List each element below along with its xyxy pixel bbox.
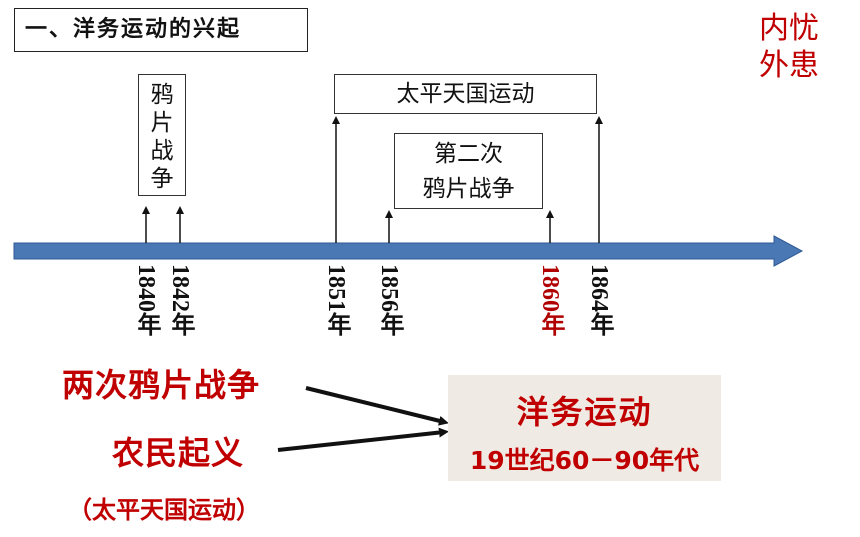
year-label-1864: 1864年	[586, 264, 612, 336]
event-line-2: 鸦片战争	[422, 176, 515, 202]
event-char: 战	[150, 138, 174, 164]
event-box-opium-war-1: 鸦 片 战 争	[138, 74, 186, 196]
year-label-1860: 1860年	[537, 264, 563, 336]
cause-peasant-uprising: 农民起义	[112, 434, 245, 472]
corner-note: 内忧 外患	[744, 10, 834, 84]
cause-opium-wars: 两次鸦片战争	[62, 366, 261, 404]
year-label-1840: 1840年	[133, 264, 159, 336]
year-label-1856: 1856年	[376, 264, 402, 336]
year-label-1851: 1851年	[323, 264, 349, 336]
event-box-opium-war-2: 第二次 鸦片战争	[394, 133, 543, 209]
event-line-1: 第二次	[434, 141, 503, 167]
year-label-1842: 1842年	[167, 264, 193, 336]
result-title: 洋务运动	[516, 393, 653, 431]
event-char: 鸦	[150, 82, 174, 108]
timeline-arrow	[13, 235, 804, 267]
result-period: 19世纪60－90年代	[469, 446, 700, 475]
cause-arrow-wars	[305, 386, 449, 426]
corner-note-line-2: 外患	[759, 48, 819, 83]
event-char: 片	[150, 110, 174, 136]
cause-arrow-uprising	[277, 427, 449, 452]
event-char: 争	[150, 166, 174, 192]
corner-note-line-1: 内忧	[759, 11, 819, 46]
cause-uprising-note: （太平天国运动）	[68, 496, 260, 524]
page-title: 一、洋务运动的兴起	[14, 8, 308, 52]
event-box-taiping: 太平天国运动	[334, 74, 597, 114]
result-box: 洋务运动 19世纪60－90年代	[448, 375, 721, 481]
